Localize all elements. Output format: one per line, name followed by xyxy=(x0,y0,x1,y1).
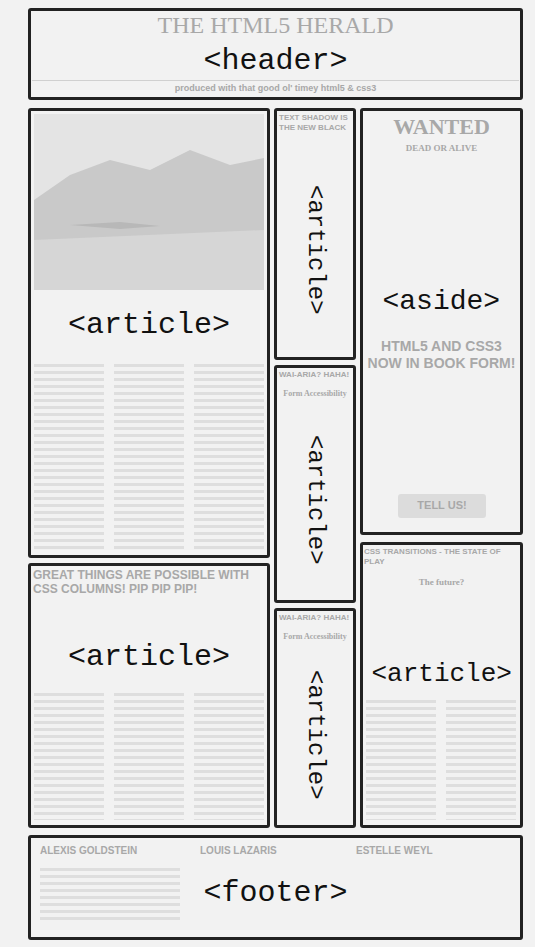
article-region: <article> xyxy=(274,365,356,603)
element-tag-label: <aside> xyxy=(383,286,501,318)
masthead-tagline: produced with that good ol' timey html5 … xyxy=(28,83,523,94)
photo-plane xyxy=(70,222,160,229)
element-tag-label: <article> xyxy=(301,670,329,800)
article-region: <article> xyxy=(28,108,270,558)
text-column xyxy=(446,700,516,820)
text-column xyxy=(194,690,264,820)
article-heading: WAI-ARIA? HAHA! xyxy=(279,370,351,380)
poster-subheading: DEAD OR ALIVE xyxy=(365,143,518,154)
text-column xyxy=(114,690,184,820)
element-tag-label: <article> xyxy=(301,435,329,565)
masthead-rule xyxy=(32,80,519,81)
article-region: <article> xyxy=(28,563,270,828)
article-region: <article> xyxy=(274,108,356,360)
button-shape xyxy=(398,494,486,518)
element-tag-label: <header> xyxy=(204,44,348,79)
article-subheading: Form Accessibility xyxy=(279,632,351,642)
author-name: ALEXIS GOLDSTEIN xyxy=(40,845,180,857)
text-column xyxy=(194,360,264,550)
text-column xyxy=(366,700,436,820)
element-tag-label: <article> xyxy=(301,185,329,315)
text-column xyxy=(34,690,104,820)
button-text: TELL US! xyxy=(398,499,486,512)
article-subheading: The future? xyxy=(364,577,519,588)
element-tag-label: <footer> xyxy=(204,876,348,911)
article-heading: GREAT THINGS ARE POSSIBLE WITH CSS COLUM… xyxy=(33,568,265,597)
author-name: ESTELLE WEYL xyxy=(356,845,506,857)
ad-heading: HTML5 AND CSS3 NOW IN BOOK FORM! xyxy=(366,338,517,372)
photo-hills xyxy=(34,150,264,290)
author-name: LOUIS LAZARIS xyxy=(200,845,340,857)
element-tag-label: <article> xyxy=(68,640,230,675)
photo-frame xyxy=(34,114,264,290)
poster-heading: WANTED xyxy=(365,114,518,140)
element-tag-label: <article> xyxy=(68,308,230,343)
article-heading: CSS TRANSITIONS - THE STATE OF PLAY xyxy=(364,547,519,566)
photo-ground xyxy=(34,230,264,290)
article-heading: TEXT SHADOW IS THE NEW BLACK xyxy=(279,113,351,132)
text-column xyxy=(114,360,184,550)
aside-region: <aside> xyxy=(360,108,523,535)
masthead-title: THE HTML5 HERALD xyxy=(28,11,523,40)
article-subheading: Form Accessibility xyxy=(279,389,351,399)
text-column xyxy=(34,360,104,550)
element-tag-label: <article> xyxy=(372,660,512,690)
text-column xyxy=(40,866,180,922)
article-heading: WAI-ARIA? HAHA! xyxy=(279,613,351,623)
